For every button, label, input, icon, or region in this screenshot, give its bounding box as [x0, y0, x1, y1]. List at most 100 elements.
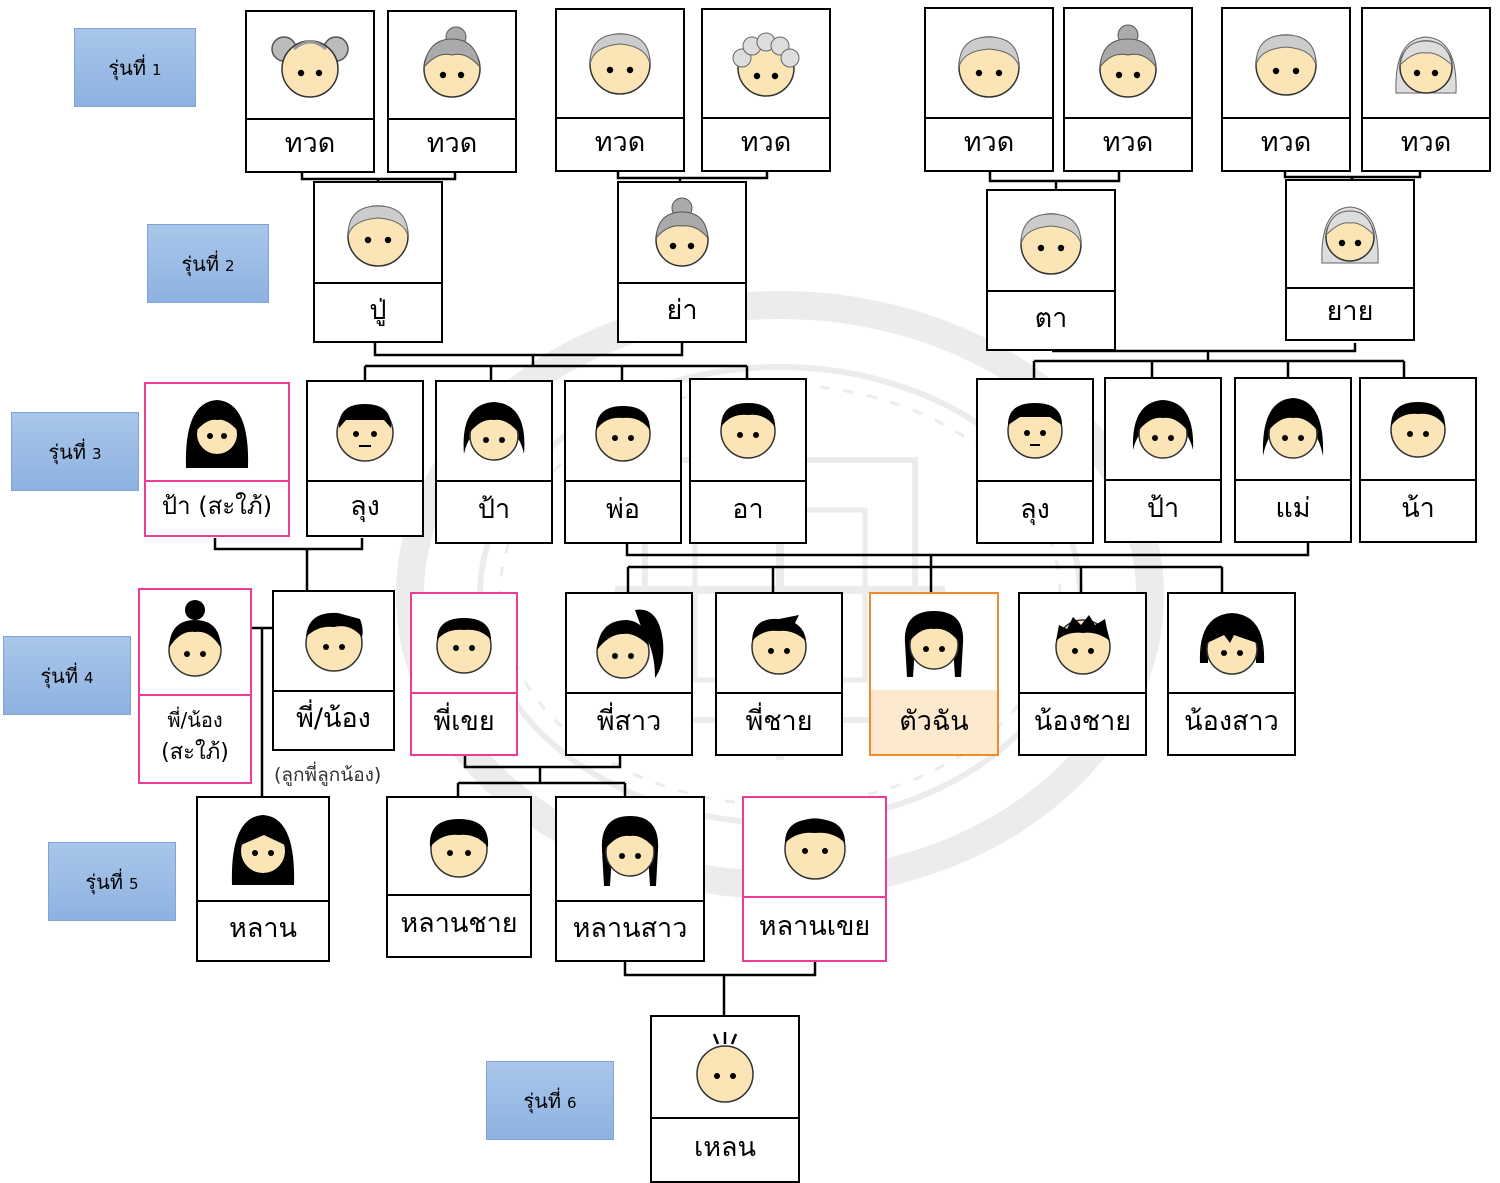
girl-braids-face-icon: [601, 816, 659, 886]
person-label: เหลน: [693, 1132, 757, 1164]
person-na: น้า: [1359, 377, 1477, 543]
person-label: ลุง: [350, 490, 380, 522]
generation-label-6: รุ่นที่ 6: [486, 1061, 614, 1140]
girl-bob-face-icon: [1199, 613, 1264, 675]
person-phi-khoei: พี่เขย: [410, 592, 518, 756]
person-lan-chai: หลานชาย: [386, 796, 532, 958]
person-pu: ปู่: [313, 181, 443, 343]
person-lan-khoei: หลานเขย: [742, 796, 887, 962]
generation-label-text: รุ่นที่: [181, 251, 220, 276]
person-label: ทวด: [1102, 126, 1154, 158]
person-label: ตา: [1034, 302, 1068, 334]
man-face-icon: [720, 403, 776, 459]
person-great-grandparent-4: ทวด: [701, 8, 831, 172]
generation-label-text: รุ่นที่: [108, 55, 147, 80]
person-pa-maternal: ป้า: [1104, 377, 1222, 543]
person-cousin: พี่/น้อง: [272, 590, 395, 751]
generation-number: 1: [152, 60, 162, 79]
generation-number: 3: [92, 444, 102, 463]
old-man-face-icon: [1255, 34, 1317, 96]
person-yai: ยาย: [1285, 179, 1415, 341]
person-label: ทวด: [594, 126, 646, 158]
father-face-icon: [595, 406, 651, 462]
generation-label-3: รุ่นที่ 3: [11, 412, 139, 491]
person-mae: แม่: [1234, 377, 1352, 543]
cousin-note: (ลูกพี่ลูกน้อง): [274, 764, 382, 786]
person-label: ทวด: [740, 126, 792, 158]
person-pa-paternal: ป้า: [435, 380, 553, 544]
person-lung-maternal: ลุง: [976, 378, 1094, 544]
person-nong-chai: น้องชาย: [1018, 592, 1147, 756]
man-face-icon: [336, 404, 394, 462]
person-label: ทวด: [963, 126, 1015, 158]
person-great-grandparent-8: ทวด: [1361, 7, 1491, 172]
old-woman-curly-face-icon: [732, 32, 800, 97]
person-great-grandparent-5: ทวด: [924, 7, 1054, 172]
person-label: หลานสาว: [572, 913, 688, 945]
person-label: อา: [732, 494, 764, 526]
person-label: น้า: [1401, 493, 1435, 525]
man-face-icon: [783, 818, 846, 880]
person-nong-sao: น้องสาว: [1167, 592, 1296, 756]
generation-label-text: รุ่นที่: [48, 439, 87, 464]
person-lung-paternal: ลุง: [306, 380, 424, 537]
grandpa-face-icon: [347, 204, 409, 267]
person-label: ทวด: [426, 127, 478, 159]
person-label: ทวด: [284, 127, 336, 159]
boy-face-icon: [429, 819, 489, 878]
woman-face-icon: [1132, 400, 1194, 459]
person-label-line2: (สะใภ้): [161, 739, 229, 765]
generation-number: 5: [129, 874, 139, 893]
old-man-face-icon: [958, 36, 1020, 98]
person-label: ลุง: [1020, 494, 1050, 526]
grandma-face-icon: [655, 197, 709, 267]
generation-label-2: รุ่นที่ 2: [147, 224, 269, 303]
person-label: หลาน: [229, 913, 297, 945]
person-label: พ่อ: [605, 494, 640, 526]
boy-face-icon: [751, 615, 807, 675]
person-label: น้องชาย: [1033, 706, 1132, 738]
generation-number: 4: [84, 668, 94, 687]
girl-braids-face-icon: [904, 611, 964, 677]
person-label: ทวด: [1400, 126, 1452, 158]
person-great-grandparent-2: ทวด: [387, 10, 517, 173]
person-ta: ตา: [986, 189, 1116, 351]
person-label: น้องสาว: [1184, 706, 1279, 738]
generation-number: 6: [567, 1093, 577, 1112]
mother-face-icon: [1262, 398, 1324, 459]
person-lan-sao: หลานสาว: [555, 796, 705, 962]
person-label: พี่/น้อง: [296, 702, 371, 734]
person-phi-sao: พี่สาว: [565, 592, 693, 756]
man-face-icon: [1390, 402, 1446, 458]
person-great-grandparent-1: ทวด: [245, 10, 375, 173]
boy-face-icon: [304, 612, 363, 672]
girl-ponytail-face-icon: [596, 609, 664, 679]
person-tua-chan: ตัวฉัน: [869, 592, 999, 756]
person-cousin-in-law: พี่/น้อง (สะใภ้): [138, 588, 252, 784]
person-label: พี่สาว: [596, 706, 662, 738]
man-face-icon: [1007, 403, 1063, 459]
man-face-icon: [436, 618, 492, 674]
person-label: ยาย: [1326, 296, 1374, 328]
person-label: ตัวฉัน: [871, 690, 997, 754]
generation-label-text: รุ่นที่: [40, 663, 79, 688]
grandma-long-hair-face-icon: [1321, 206, 1379, 264]
generation-label-4: รุ่นที่ 4: [3, 636, 131, 715]
old-woman-face-icon: [1099, 24, 1157, 98]
old-man-face-icon: [271, 36, 349, 98]
person-pa-in-law: ป้า (สะใภ้): [144, 382, 290, 537]
generation-label-text: รุ่นที่: [523, 1088, 562, 1113]
person-phi-chai: พี่ชาย: [715, 592, 843, 756]
person-label: พี่ชาย: [745, 706, 813, 738]
person-great-grandparent-7: ทวด: [1221, 7, 1351, 172]
generation-number: 2: [225, 256, 235, 275]
person-label: ป้า (สะใภ้): [161, 491, 273, 520]
person-great-grandparent-3: ทวด: [555, 8, 685, 172]
person-label: ย่า: [666, 294, 698, 326]
person-label: ทวด: [1260, 126, 1312, 158]
woman-face-icon: [463, 402, 525, 461]
person-great-grandparent-6: ทวด: [1063, 7, 1193, 172]
person-label: แม่: [1275, 493, 1311, 525]
person-label-line1: พี่/น้อง: [167, 707, 223, 732]
